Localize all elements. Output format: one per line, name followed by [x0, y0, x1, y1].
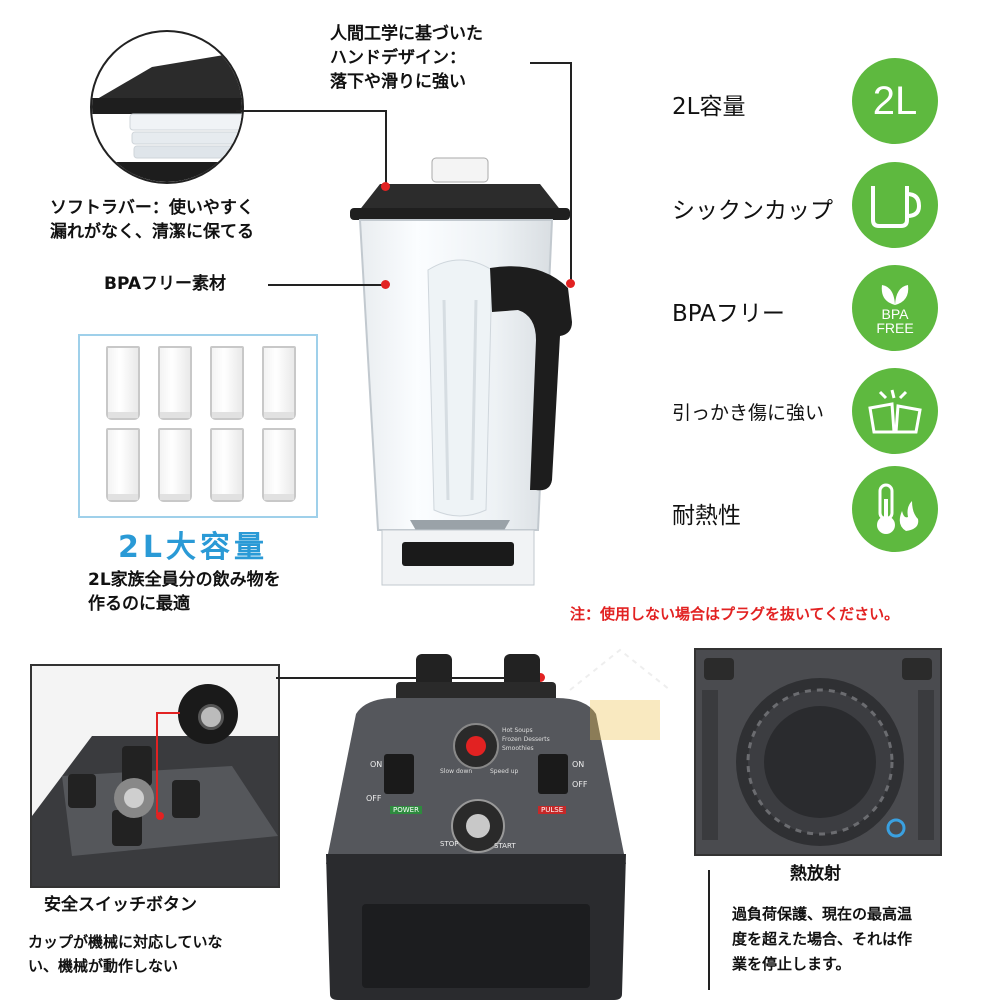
- glass-icon: [158, 346, 192, 420]
- callout-line: ソフトラバー：使いやすく: [50, 198, 254, 218]
- callout-line: ハンドデザイン：: [330, 48, 466, 68]
- glass-icon: [158, 428, 192, 502]
- glass-icon: [262, 428, 296, 502]
- off-label-right: OFF: [572, 780, 588, 789]
- on-label-right: ON: [572, 760, 585, 769]
- leader-line: [236, 110, 386, 112]
- safety-switch-closeup: [178, 684, 238, 744]
- warning-text: 注：使用しない場合はプラグを抜いてください。: [570, 605, 900, 623]
- capacity-line: 作るのに最適: [88, 594, 190, 614]
- leaf-icon-svg: [881, 284, 909, 305]
- capacity-title: 2L大容量: [118, 530, 268, 565]
- speed-label-list: Hot Soups Frozen Desserts Smoothies: [502, 726, 550, 753]
- callout-line: 漏れがなく、清潔に保てる: [50, 222, 254, 242]
- capacity-description: 2L家族全員分の飲み物を 作るのに最適: [88, 568, 281, 616]
- switch-nub: [198, 704, 224, 730]
- feature-label-bpa: BPAフリー: [672, 301, 785, 327]
- leader-line: [570, 62, 572, 282]
- badge-text: 2L: [872, 78, 918, 123]
- capacity-line: 2L家族全員分の飲み物を: [88, 570, 281, 590]
- marker-dot: [381, 280, 390, 289]
- marker-dot: [381, 182, 390, 191]
- leader-line: [156, 712, 158, 814]
- cup-icon: [852, 162, 938, 248]
- soft-rubber-callout: ソフトラバー：使いやすく 漏れがなく、清潔に保てる: [50, 196, 254, 244]
- speed-label: Hot Soups: [502, 727, 533, 734]
- power-label: POWER: [390, 806, 422, 814]
- base-bottom-image: [696, 650, 940, 854]
- bpa-material-callout: BPAフリー素材: [104, 274, 227, 294]
- glass-icon: [210, 428, 244, 502]
- off-label-left: OFF: [366, 794, 382, 803]
- start-label: START: [494, 842, 516, 850]
- crack-icon-svg: [868, 389, 922, 434]
- safety-line: い、機械が動作しない: [28, 957, 179, 975]
- callout-line: 人間工学に基づいた: [330, 24, 483, 44]
- watermark-logo: [560, 640, 680, 750]
- thermometer-icon-svg: [877, 483, 919, 534]
- watermark-shape: [569, 648, 671, 740]
- safety-description: カップが機械に対応していな い、機械が動作しない: [28, 930, 223, 978]
- crack-icon: [852, 368, 938, 454]
- speed-label: Smoothies: [502, 745, 534, 752]
- feature-label-capacity: 2L容量: [672, 94, 746, 120]
- feature-label-heat: 耐熱性: [672, 503, 741, 529]
- badge-text: BPA: [881, 305, 909, 322]
- cup-icon-svg: [871, 186, 922, 228]
- leader-line: [385, 110, 387, 186]
- marker-dot: [536, 673, 545, 682]
- glass-icon: [106, 428, 140, 502]
- blender-base: Hot Soups Frozen Desserts Smoothies Slow…: [326, 654, 626, 1000]
- speed-label: Frozen Desserts: [502, 736, 550, 743]
- pulse-label: PULSE: [538, 806, 567, 814]
- leader-line: [156, 712, 180, 714]
- stop-label: STOP: [440, 840, 459, 848]
- safety-line: カップが機械に対応していな: [28, 933, 223, 951]
- safety-switch-box: [30, 664, 280, 888]
- base-top-image: [32, 736, 278, 886]
- blender-jar-image: [350, 157, 572, 586]
- glass-icon: [210, 346, 244, 420]
- thermometer-flame-icon: [852, 466, 938, 552]
- glass-icon: [262, 346, 296, 420]
- feature-label-cup: シックンカップ: [672, 198, 833, 224]
- marker-dot: [566, 279, 575, 288]
- on-label-left: ON: [370, 760, 383, 769]
- leader-line: [276, 677, 538, 679]
- leaf-icon: BPA FREE: [852, 265, 938, 351]
- callout-line: 落下や滑りに強い: [330, 72, 466, 92]
- heat-description: 過負荷保護、現在の最高温 度を超えた場合、それは作 業を停止します。: [732, 902, 912, 977]
- ergonomic-callout: 人間工学に基づいた ハンドデザイン： 落下や滑りに強い: [330, 22, 483, 94]
- leader-line: [268, 284, 383, 286]
- leader-line: [530, 62, 572, 64]
- 2l-badge: 2L: [852, 58, 938, 144]
- badge-text: FREE: [876, 319, 914, 336]
- glasses-box: [78, 334, 318, 518]
- glass-icon: [106, 346, 140, 420]
- leader-line: [708, 870, 710, 990]
- speed-up-label: Speed up: [490, 768, 519, 775]
- heat-line: 業を停止します。: [732, 955, 851, 973]
- slow-down-label: Slow down: [440, 768, 473, 775]
- heat-radiation-box: [694, 648, 942, 856]
- lid-closeup-image: [92, 52, 242, 182]
- lid-closeup-circle: [90, 30, 244, 184]
- heat-title: 熱放射: [790, 864, 841, 884]
- safety-title: 安全スイッチボタン: [44, 895, 197, 915]
- blender-base-image: [326, 654, 626, 1000]
- heat-line: 過負荷保護、現在の最高温: [732, 905, 913, 923]
- feature-label-scratch: 引っかき傷に強い: [672, 402, 825, 424]
- heat-line: 度を超えた場合、それは作: [732, 930, 913, 948]
